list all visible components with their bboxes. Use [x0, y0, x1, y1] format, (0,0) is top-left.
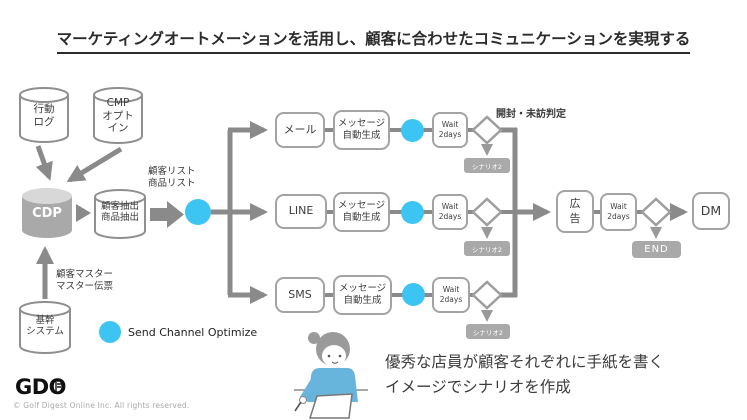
behavior-log-store: 行動 ログ [20, 103, 68, 128]
cdp-label: CDP [32, 206, 62, 221]
wait-line-line2: 2days [438, 212, 462, 221]
extract-cylinder-icon [94, 189, 146, 239]
extract-line2: 商品抽出 [100, 212, 139, 224]
copyright-text: © Golf Digest Online Inc. All rights res… [13, 401, 190, 410]
core-system-cylinder-icon [19, 301, 71, 354]
wait-final-line1: Wait [610, 201, 627, 211]
branch-lines [211, 121, 268, 304]
behavior-log-cylinder-icon [19, 87, 69, 143]
scenario-node-sms: シナリオ2 [466, 324, 510, 339]
dm-node: DM [692, 192, 730, 230]
person-writing-illustration [294, 332, 368, 419]
generate-mail-line1: メッセージ [337, 117, 386, 129]
cmp-optin-store: CMP オプト イン [94, 97, 142, 135]
core-system-line1: 基幹 [35, 315, 55, 326]
master-input-line1: 顧客マスター [56, 269, 114, 280]
scenario-node-line: シナリオ2 [464, 241, 510, 256]
ad-node: 広 告 [556, 190, 594, 233]
gdo-logo: GDO [15, 375, 67, 399]
list-block-arrow-icon [150, 201, 184, 228]
generate-node-sms: メッセージ 自動生成 [333, 275, 392, 315]
behavior-log-line2: ログ [33, 115, 55, 128]
wait-line-line1: Wait [441, 201, 459, 211]
master-input-line2: マスター伝票 [56, 280, 114, 292]
send-channel-optimize-dot-line [401, 201, 424, 224]
core-system-store: 基幹 システム [20, 315, 70, 338]
cdp-extract-arrow-icon [76, 204, 91, 222]
wait-final-line2: 2days [607, 212, 630, 221]
slide-title-wrap: マーケティングオートメーションを活用し、顧客に合わせたコミュニケーションを実現す… [0, 27, 747, 54]
generate-line-line2: 自動生成 [342, 212, 381, 223]
list-output-line1: 顧客リスト [148, 166, 196, 177]
channel-node-sms: SMS [275, 277, 325, 313]
wait-node-line: Wait 2days [432, 194, 468, 230]
scenario-node-mail: シナリオ2 [464, 158, 510, 173]
wait-mail-line1: Wait [441, 119, 459, 129]
open-visit-judge-label: 開封・未訪判定 [496, 109, 566, 120]
generate-node-mail: メッセージ 自動生成 [333, 110, 390, 150]
generate-mail-line2: 自動生成 [342, 130, 381, 141]
cmp-optin-line1: CMP [106, 97, 130, 109]
generate-node-line: メッセージ 自動生成 [333, 192, 390, 232]
list-output-line2: 商品リスト [148, 177, 196, 189]
wait-node-mail: Wait 2days [432, 112, 468, 148]
send-channel-optimize-dot-main [185, 199, 211, 225]
behavior-log-line1: 行動 [33, 103, 55, 115]
list-output-label: 顧客リスト 商品リスト [148, 166, 196, 189]
slide-title: マーケティングオートメーションを活用し、顧客に合わせたコミュニケーションを実現す… [56, 27, 691, 54]
extract-store: 顧客抽出 商品抽出 [95, 201, 145, 224]
send-channel-optimize-dot-mail [401, 119, 424, 142]
scenario-drop-arrows [481, 144, 662, 322]
cmp-optin-line2: オプト [102, 109, 134, 122]
decision-diamond-icons [471, 115, 672, 310]
input-arrows [35, 145, 123, 299]
wait-sms-line2: 2days [439, 295, 463, 304]
legend-label: Send Channel Optimize [128, 326, 258, 339]
cmp-optin-cylinder-icon [93, 87, 143, 144]
channel-node-mail: メール [275, 112, 325, 148]
generate-sms-line2: 自動生成 [343, 295, 382, 306]
ad-line1: 広 [569, 197, 581, 211]
caption-text: 優秀な店員が顧客それぞれに手紙を書く イメージでシナリオを作成 [385, 350, 664, 400]
channel-node-line: LINE [275, 194, 327, 229]
generate-sms-line1: メッセージ [338, 282, 387, 294]
wait-sms-line1: Wait [442, 284, 460, 294]
ad-line2: 告 [569, 211, 581, 225]
cmp-optin-line3: イン [107, 122, 129, 135]
wait-mail-line2: 2days [438, 130, 462, 139]
core-system-line2: システム [26, 326, 64, 338]
cdp-cylinder-icon [22, 188, 72, 238]
generate-line-line1: メッセージ [337, 199, 386, 211]
send-channel-optimize-dot-sms [402, 283, 425, 306]
legend-dot-icon [99, 321, 121, 343]
wait-node-sms: Wait 2days [432, 277, 470, 313]
extract-line1: 顧客抽出 [100, 201, 139, 212]
cdp-store: CDP [22, 206, 72, 222]
wait-node-final: Wait 2days [600, 193, 637, 231]
end-node: END [632, 241, 681, 258]
caption-line2: イメージでシナリオを作成 [385, 377, 571, 396]
caption-line1: 優秀な店員が顧客それぞれに手紙を書く [385, 353, 665, 371]
master-input-label: 顧客マスター マスター伝票 [56, 269, 113, 292]
gdo-flag-icon [55, 380, 63, 392]
